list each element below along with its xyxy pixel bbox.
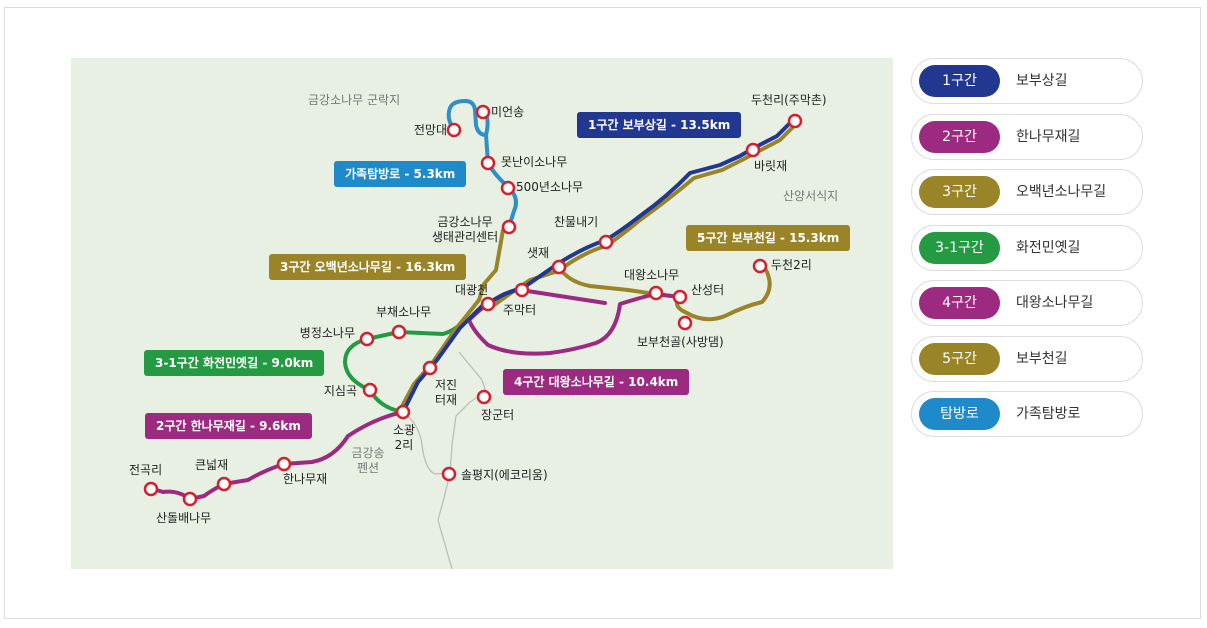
legend-item-family[interactable]: 탐방로 가족탐방로 (911, 391, 1143, 437)
label-keunneopjae: 큰넓재 (195, 458, 229, 472)
station-barutjae[interactable] (745, 142, 761, 158)
station-jeojin[interactable] (422, 360, 438, 376)
legend-item-course4[interactable]: 4구간 대왕소나무길 (911, 280, 1143, 326)
legend-code: 4구간 (919, 287, 1000, 319)
label-bobucheongol: 보부천골(사방댐) (637, 335, 724, 349)
legend-name: 오백년소나무길 (1016, 184, 1107, 200)
legend-item-course2[interactable]: 2구간 한나무재길 (911, 113, 1143, 160)
label-mieonsong: 미언송 (491, 105, 525, 119)
station-saetjae[interactable] (551, 259, 567, 275)
legend-item-course5[interactable]: 5구간 보부천길 (911, 335, 1143, 382)
station-chanmul[interactable] (598, 234, 614, 250)
station-ecocenter[interactable] (501, 219, 517, 235)
label-jumakteo: 주막터 (503, 303, 537, 317)
legend-code: 1구간 (919, 65, 1000, 97)
legend-name: 가족탐방로 (1016, 406, 1081, 422)
label-pine500: 500년소나무 (516, 180, 584, 194)
station-jumakteo[interactable] (514, 282, 530, 298)
label-motnani: 못난이소나무 (501, 155, 568, 169)
trail-map: 금강소나무 군락지 산양서식지 금강송 펜션 1구간 보부상길 - 13.5km… (71, 58, 893, 569)
badge-family: 가족탐방로 - 5.3km (334, 161, 467, 187)
label-duncheon2: 두천2리 (771, 258, 812, 272)
label-solpyeongji: 솔평지(에코리움) (461, 468, 548, 482)
course-legend: 1구간 보부상길 2구간 한나무재길 3구간 오백년소나무길 3-1구간 화전민… (911, 58, 1143, 447)
label-duncheonri: 두천리(주막촌) (751, 93, 827, 107)
station-jisimgok[interactable] (362, 382, 378, 398)
label-jeonmangdae: 전망대 (413, 123, 447, 137)
legend-code: 2구간 (919, 120, 1000, 153)
label-sandolbae: 산돌배나무 (156, 511, 212, 525)
label-byeongjeong: 병정소나무 (299, 326, 355, 340)
legend-code: 3구간 (919, 176, 1000, 208)
label-jeojin: 저진 터재 (434, 378, 458, 407)
legend-name: 보부상길 (1016, 73, 1068, 89)
river (437, 351, 487, 569)
station-bobucheongol[interactable] (677, 315, 693, 331)
trail-map-lines (143, 99, 803, 569)
label-saetjae: 샛재 (527, 246, 550, 260)
label-buchae: 부채소나무 (376, 305, 432, 319)
station-duncheonri[interactable] (787, 113, 803, 129)
label-sanseongteo: 산성터 (691, 283, 725, 297)
legend-name: 화전민옛길 (1016, 239, 1081, 256)
label-janggunteo: 장군터 (481, 408, 515, 422)
station-jeongokri[interactable] (143, 481, 159, 497)
legend-code: 5구간 (919, 342, 1000, 375)
label-jisimgok: 지심곡 (323, 384, 357, 398)
badge-course5: 5구간 보부천길 - 15.3km (686, 225, 851, 251)
area-sanyang: 산양서식지 (783, 189, 839, 203)
station-pine500[interactable] (500, 180, 516, 196)
station-sanseongteo[interactable] (672, 289, 688, 305)
label-hannamujae: 한나무재 (283, 472, 328, 486)
area-geumgang-grove: 금강소나무 군락지 (308, 93, 401, 107)
label-daegwangcheon: 대광천 (455, 283, 489, 297)
station-buchae[interactable] (391, 324, 407, 340)
area-pension: 금강송 펜션 (351, 446, 385, 475)
label-chanmul: 찬물내기 (554, 215, 599, 229)
label-ecocenter: 금강소나무 생태관리센터 (431, 215, 499, 244)
label-jeongokri: 전곡리 (129, 463, 163, 477)
station-daewang[interactable] (648, 285, 664, 301)
station-solpyeongji[interactable] (441, 466, 457, 482)
station-janggunteo[interactable] (476, 389, 492, 405)
badge-course2: 2구간 한나무재길 - 9.6km (145, 413, 312, 439)
station-hannamujae[interactable] (276, 456, 292, 472)
label-sogwang: 소광 2리 (392, 423, 416, 452)
course5-line (556, 264, 772, 322)
legend-name: 보부천길 (1016, 350, 1068, 367)
legend-item-course1[interactable]: 1구간 보부상길 (911, 58, 1143, 104)
legend-code: 탐방로 (919, 398, 1000, 430)
stations (143, 104, 803, 507)
label-barutjae: 바릿재 (754, 159, 788, 173)
station-daegwangcheon[interactable] (480, 296, 496, 312)
station-sogwang[interactable] (395, 404, 411, 420)
badge-course4: 4구간 대왕소나무길 - 10.4km (503, 369, 690, 395)
badge-course3: 3구간 오백년소나무길 - 16.3km (269, 254, 467, 280)
legend-item-course3-1[interactable]: 3-1구간 화전민옛길 (911, 224, 1143, 271)
badge-course1: 1구간 보부상길 - 13.5km (577, 112, 742, 138)
station-motnani[interactable] (480, 155, 496, 171)
station-mieonsong[interactable] (475, 104, 491, 120)
station-byeongjeong[interactable] (359, 331, 375, 347)
legend-name: 대왕소나무길 (1016, 295, 1094, 311)
course3-1-line (343, 320, 464, 414)
stream (402, 411, 451, 475)
station-keunneopjae[interactable] (216, 476, 232, 492)
legend-code: 3-1구간 (919, 231, 1000, 264)
station-jeonmangdae[interactable] (446, 122, 462, 138)
station-sandolbae[interactable] (182, 491, 198, 507)
label-daewang: 대왕소나무 (624, 268, 680, 282)
badge-course3-1: 3-1구간 화전민옛길 - 9.0km (144, 350, 325, 376)
legend-name: 한나무재길 (1016, 128, 1081, 145)
legend-item-course3[interactable]: 3구간 오백년소나무길 (911, 169, 1143, 215)
station-duncheon2[interactable] (752, 258, 768, 274)
